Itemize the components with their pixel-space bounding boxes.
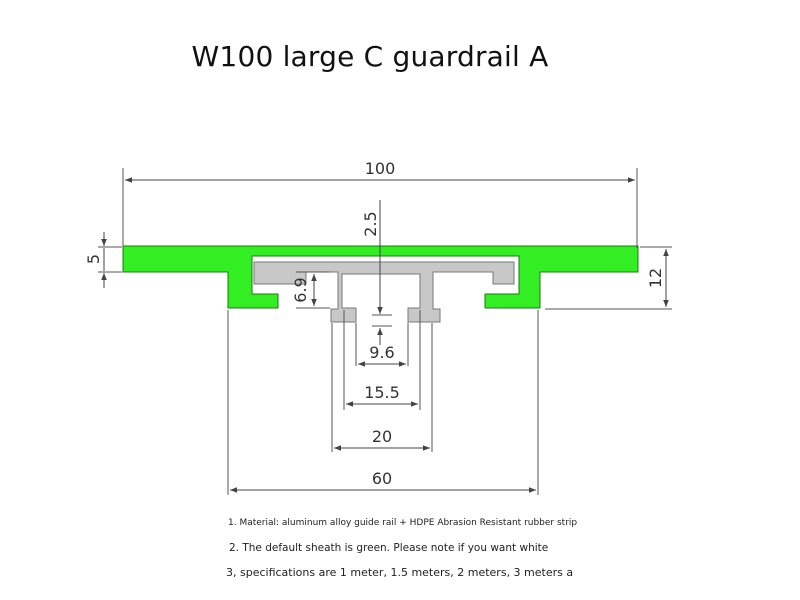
dim-neck-width: 15.5 [364, 383, 400, 402]
dimension-lines [101, 177, 669, 493]
extension-lines [98, 168, 672, 495]
dim-overall-width: 100 [365, 159, 396, 178]
note-lengths: 3, specifications are 1 meter, 1.5 meter… [226, 566, 574, 579]
spec-notes: 1. Material: aluminum alloy guide rail +… [226, 518, 578, 579]
dim-slot-depth: 6.9 [291, 277, 310, 302]
dim-overall-height: 12 [646, 268, 665, 288]
dim-inner-slot: 9.6 [369, 343, 394, 362]
note-color: 2. The default sheath is green. Please n… [229, 542, 549, 554]
dim-rail-bottom: 20 [372, 427, 392, 446]
dim-base-width: 60 [372, 469, 392, 488]
diagram-title: W100 large C guardrail A [191, 40, 549, 73]
dim-slot-gap: 2.5 [361, 211, 380, 236]
note-material: 1. Material: aluminum alloy guide rail +… [228, 518, 578, 528]
aluminum-rail-profile [253, 261, 515, 323]
dim-sheath-thickness: 5 [84, 254, 103, 264]
green-sheath-profile [122, 245, 639, 309]
